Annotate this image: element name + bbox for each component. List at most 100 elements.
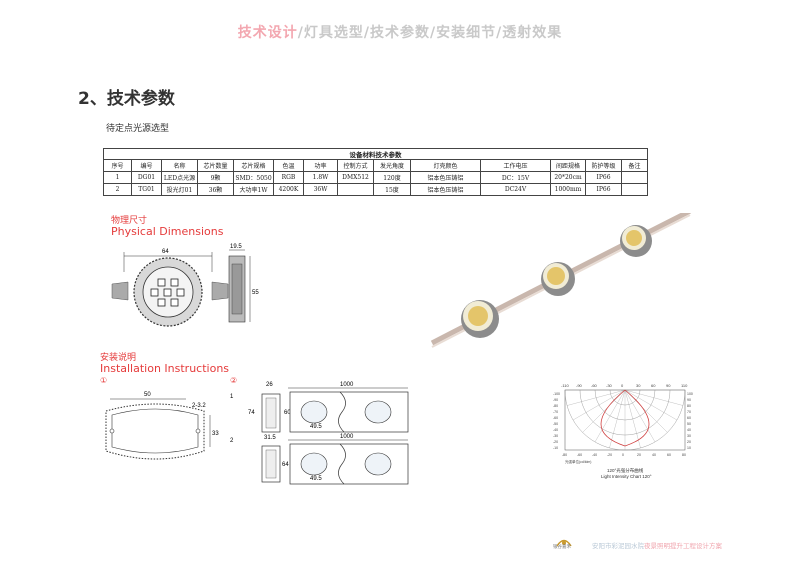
step1-marker: ①	[100, 376, 108, 385]
table-header-cell: 编号	[131, 159, 162, 172]
table-cell: 4200K	[273, 183, 304, 196]
bottom-tick: -60	[577, 453, 582, 457]
dimensions-title-cn: 物理尺寸	[111, 216, 148, 226]
table-header-cell: 备注	[621, 159, 648, 172]
right-tick: 30	[687, 434, 691, 438]
svg-text:26: 26	[266, 382, 273, 388]
polar-caption-en: Light Intensity Chart 120°	[601, 474, 652, 479]
svg-text:49.5: 49.5	[310, 424, 322, 430]
left-tick: -60	[553, 416, 558, 420]
table-cell	[621, 183, 648, 196]
polar-note: 光强单位(cd/klm)	[565, 459, 591, 464]
table-cell: SMD：5050	[233, 171, 274, 184]
top-tick: 0	[621, 383, 624, 388]
footer-org: 安阳市彩泥园水院夜景照明提升工程设计方案	[592, 540, 722, 550]
table-cell: 铝本色压铸铝	[410, 171, 481, 184]
bottom-tick: -80	[562, 453, 567, 457]
table-cell: 120度	[373, 171, 411, 184]
table-header-cell: 功率	[303, 159, 338, 172]
logo-text: 银谷嘉禾	[553, 545, 571, 550]
polar-caption-cn: 120°光强分布曲线	[607, 467, 644, 474]
table-cell: IP66	[585, 171, 622, 184]
right-tick: 40	[687, 428, 691, 432]
table-cell: 铝本色压铸铝	[410, 183, 481, 196]
table-header-cell: 芯片数量	[197, 159, 234, 172]
right-tick: 100	[687, 392, 693, 396]
table-cell: 36W	[303, 183, 338, 196]
table-header-cell: 控制方式	[337, 159, 374, 172]
polar-spoke	[624, 389, 678, 421]
dimensions-drawing: 64 19.5 55	[111, 244, 259, 327]
install-step2-drawing: 1 26 74 60 1000 49.5 2 31.5 64 1000 49.5	[230, 382, 409, 485]
bottom-tick: 20	[637, 453, 641, 457]
footer-org-part2: 夜景照明提升工程设计方案	[644, 542, 722, 550]
product-photo	[428, 213, 696, 355]
step2-marker: ②	[230, 376, 238, 385]
bottom-tick: 40	[652, 453, 656, 457]
svg-text:33: 33	[212, 431, 219, 437]
table-cell: 2	[103, 183, 132, 196]
nav-active-tab[interactable]: 技术设计	[237, 25, 298, 41]
dimensions-title-en: Physical Dimensions	[111, 225, 224, 238]
spec-table: 设备材料技术参数 序号编号名称芯片数量芯片规格色温功率控制方式发光角度灯壳颜色工…	[103, 148, 648, 196]
table-cell: DG01	[131, 171, 162, 184]
svg-text:31.5: 31.5	[264, 435, 276, 441]
table-header-cell: 工作电压	[480, 159, 551, 172]
right-tick: 20	[687, 440, 691, 444]
dim-depth-label: 19.5	[230, 244, 242, 250]
polar-spoke	[624, 389, 668, 433]
polar-spoke	[594, 389, 626, 443]
left-tick: -70	[553, 410, 558, 414]
table-caption: 设备材料技术参数	[103, 148, 648, 160]
table-header-cell: 芯片规格	[233, 159, 274, 172]
polar-spoke	[609, 389, 626, 448]
polar-spoke	[582, 389, 626, 433]
svg-text:74: 74	[248, 410, 255, 416]
section-title: 2、技术参数	[78, 89, 175, 109]
left-tick: -30	[553, 434, 558, 438]
table-cell: DMX512	[337, 171, 374, 184]
bottom-tick: -40	[592, 453, 597, 457]
bottom-tick: -20	[607, 453, 612, 457]
bottom-tick: 0	[622, 453, 624, 457]
table-cell: TG01	[131, 183, 162, 196]
top-tick: 110	[681, 383, 688, 388]
right-tick: 10	[687, 446, 691, 450]
table-cell	[337, 183, 374, 196]
top-tick: 30	[636, 383, 641, 388]
table-cell: 36颗	[197, 183, 234, 196]
top-tick: -110	[561, 383, 569, 388]
svg-text:50: 50	[144, 392, 151, 398]
header-nav: 技术设计/灯具选型/技术参数/安装细节/透射效果	[0, 22, 800, 42]
svg-text:64: 64	[282, 462, 289, 468]
table-header-cell: 间距规格	[550, 159, 586, 172]
svg-text:1000: 1000	[340, 382, 354, 388]
table-header-cell: 名称	[161, 159, 198, 172]
polar-spoke	[624, 389, 683, 406]
svg-text:2-3.2: 2-3.2	[192, 403, 206, 409]
polar-spoke	[624, 389, 641, 448]
top-tick: 90	[666, 383, 671, 388]
table-header-cell: 发光角度	[373, 159, 411, 172]
svg-text:49.5: 49.5	[310, 476, 322, 482]
led-module-2	[541, 262, 575, 296]
installation-title-en: Installation Instructions	[100, 362, 230, 375]
svg-text:1: 1	[230, 394, 234, 400]
nav-rest-tabs[interactable]: /灯具选型/技术参数/安装细节/透射效果	[297, 25, 563, 41]
left-tick: -90	[553, 398, 558, 402]
table-cell: 1	[103, 171, 132, 184]
led-module-1	[461, 300, 499, 338]
left-tick: -10	[553, 446, 558, 450]
dim-width-label: 64	[162, 249, 169, 255]
table-cell: 9颗	[197, 171, 234, 184]
right-tick: 50	[687, 422, 691, 426]
svg-text:2: 2	[230, 438, 234, 444]
polar-spoke	[572, 389, 626, 421]
top-tick: -90	[576, 383, 583, 388]
table-cell	[621, 171, 648, 184]
left-tick: -20	[553, 440, 558, 444]
